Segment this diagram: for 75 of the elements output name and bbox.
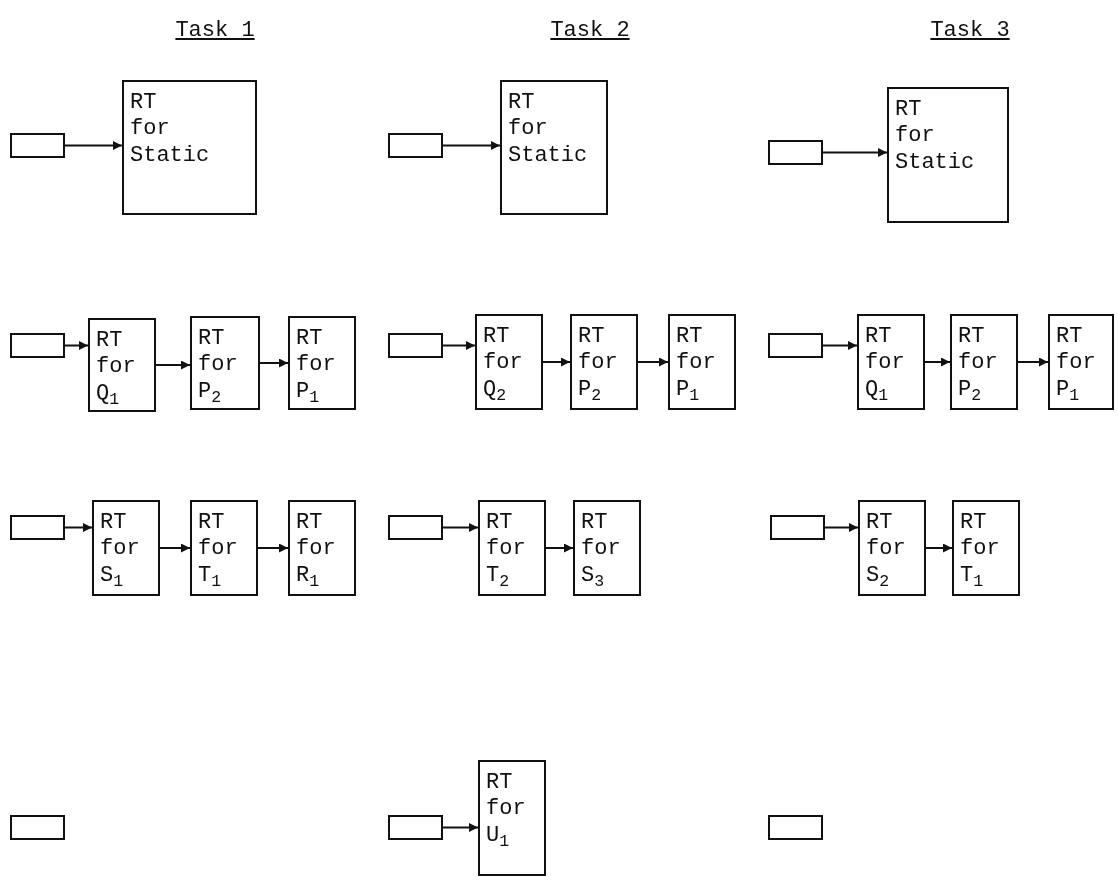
box-text: RT for Q$_{1}$ — [96, 328, 136, 410]
arrow — [442, 523, 479, 532]
process-box — [858, 500, 926, 596]
arrow — [824, 523, 859, 532]
box-text: RT for T$_{1}$ — [198, 510, 238, 592]
box-text: RT for R$_{1}$ — [296, 510, 336, 592]
empty-box — [10, 133, 65, 158]
arrow — [822, 341, 858, 350]
process-box — [475, 314, 543, 410]
box-text: RT for Q$_{2}$ — [483, 324, 523, 406]
empty-box — [388, 515, 443, 540]
process-box — [88, 318, 156, 412]
arrow — [64, 523, 93, 532]
empty-box — [388, 333, 443, 358]
box-text: RT for S$_{1}$ — [100, 510, 140, 592]
box-text: RT for P$_{1}$ — [1056, 324, 1096, 406]
box-text: RT for Static — [508, 90, 588, 170]
box-text: RT for P$_{1}$ — [676, 324, 716, 406]
box-text: RT for T$_{1}$ — [960, 510, 1000, 592]
arrow — [442, 141, 501, 150]
arrow — [1017, 357, 1049, 367]
process-box — [122, 80, 257, 215]
task-heading: Task 2 — [550, 18, 630, 43]
arrow — [257, 543, 289, 553]
empty-box — [10, 815, 65, 840]
arrow — [259, 358, 289, 368]
empty-box — [388, 815, 443, 840]
empty-box — [10, 515, 65, 540]
arrow — [545, 543, 574, 553]
box-text: RT for P$_{2}$ — [958, 324, 998, 406]
arrow — [542, 357, 571, 367]
arrow — [822, 148, 888, 157]
box-text: RT for S$_{3}$ — [581, 510, 621, 592]
box-text: RT for U$_{1}$ — [486, 770, 526, 852]
task-heading: Task 1 — [175, 18, 255, 43]
task-heading: Task 3 — [930, 18, 1010, 43]
process-box — [950, 314, 1018, 410]
empty-box — [768, 140, 823, 165]
empty-box — [770, 515, 825, 540]
box-text: RT for Q$_{1}$ — [865, 324, 905, 406]
box-text: RT for T$_{2}$ — [486, 510, 526, 592]
process-box — [857, 314, 925, 410]
process-box — [92, 500, 160, 596]
arrow — [637, 357, 669, 367]
process-box — [288, 316, 356, 410]
arrow — [64, 141, 123, 150]
process-box — [190, 316, 260, 410]
empty-box — [768, 333, 823, 358]
process-box — [478, 760, 546, 876]
process-box — [570, 314, 638, 410]
empty-box — [768, 815, 823, 840]
process-box — [500, 80, 608, 215]
process-box — [288, 500, 356, 596]
process-box — [668, 314, 736, 410]
box-text: RT for Static — [895, 97, 975, 177]
process-box — [1048, 314, 1114, 410]
arrow — [64, 341, 89, 350]
box-text: RT for S$_{2}$ — [866, 510, 906, 592]
process-box — [887, 87, 1009, 223]
process-box — [190, 500, 258, 596]
empty-box — [388, 133, 443, 158]
empty-box — [10, 333, 65, 358]
process-box — [573, 500, 641, 596]
arrow — [159, 543, 191, 553]
arrow — [925, 543, 953, 553]
box-text: RT for P$_{2}$ — [198, 326, 238, 408]
process-box — [478, 500, 546, 596]
arrow — [155, 360, 191, 370]
box-text: RT for Static — [130, 90, 210, 170]
box-text: RT for P$_{1}$ — [296, 326, 336, 408]
box-text: RT for P$_{2}$ — [578, 324, 618, 406]
arrow — [442, 341, 476, 350]
process-box — [952, 500, 1020, 596]
arrow — [924, 357, 951, 367]
arrow — [442, 823, 479, 832]
